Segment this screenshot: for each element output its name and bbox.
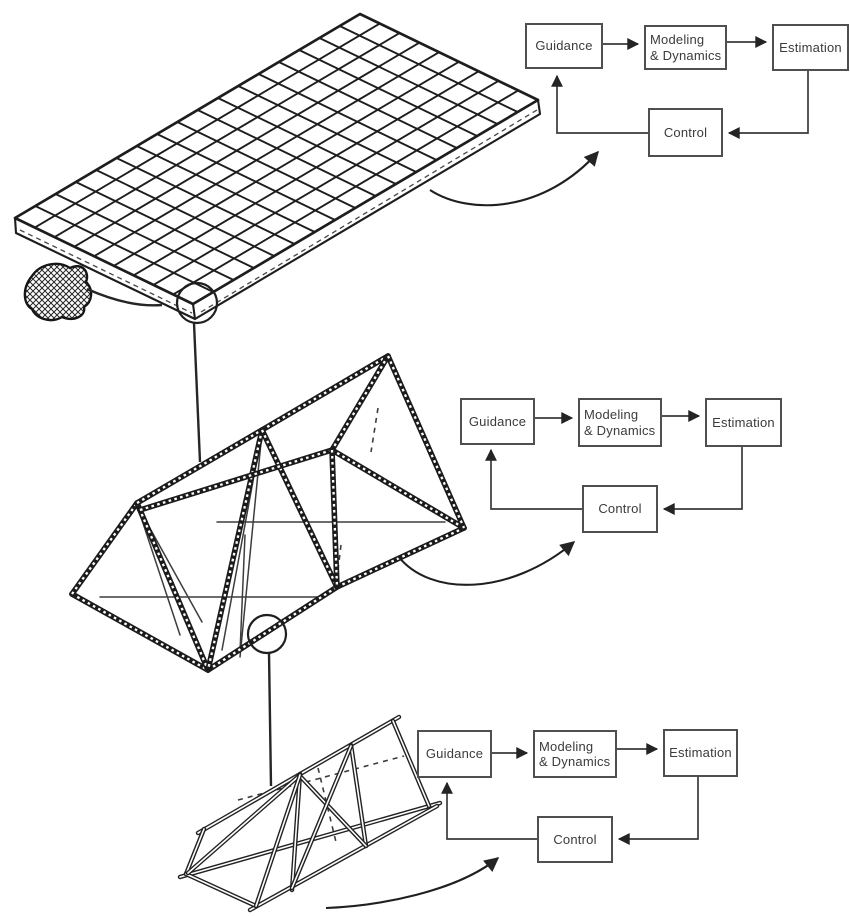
end-mass-blob [23, 262, 93, 322]
detail-circle-truss-joint [246, 613, 288, 655]
bottom-loop-modeling-dynamics-box: Modeling & Dynamics [533, 730, 617, 778]
arrow-control-to-guidance [551, 74, 648, 134]
middle-loop-estimation-label: Estimation [712, 414, 775, 430]
strut-truss-illustration [177, 714, 443, 913]
flow-arrows-bottom-loop [325, 743, 699, 910]
bottom-loop-guidance-label: Guidance [425, 746, 484, 762]
truss-textured-members [69, 353, 467, 673]
bottom-loop-control-box: Control [537, 816, 613, 863]
middle-loop-guidance-box: Guidance [460, 398, 535, 445]
top-loop-modeling-dynamics-label: Modeling & Dynamics [650, 32, 722, 63]
blob-tether-line [86, 287, 163, 307]
strut-hidden-lines [237, 755, 405, 843]
middle-loop-control-label: Control [598, 501, 642, 517]
middle-loop-guidance-label: Guidance [468, 413, 527, 429]
flow-arrows-middle-loop [397, 410, 743, 586]
middle-loop-modeling-dynamics-box: Modeling & Dynamics [578, 398, 662, 447]
top-loop-guidance-label: Guidance [535, 38, 593, 54]
panel-grid-lines [33, 22, 520, 296]
middle-loop-modeling-dynamics-label: Modeling & Dynamics [584, 407, 656, 438]
zoom-line-panel-to-truss [192, 322, 202, 463]
zoom-line-truss-to-strut [267, 652, 273, 787]
middle-loop-estimation-box: Estimation [705, 398, 782, 447]
structure-to-loop-arrow [397, 541, 576, 586]
middle-loop-control-box: Control [582, 485, 658, 533]
arrow-control-to-guidance [485, 448, 582, 510]
tetrahedral-truss-illustration [69, 353, 467, 673]
arrow-estimation-to-control [662, 447, 743, 515]
bottom-loop-estimation-label: Estimation [669, 745, 732, 761]
panel-outline [13, 12, 540, 306]
solar-array-illustration [13, 12, 542, 325]
top-loop-guidance-box: Guidance [525, 23, 603, 69]
strut-rod-members [177, 714, 443, 913]
flow-arrows-top-loop [429, 36, 809, 207]
arrow-estimation-to-control [727, 71, 809, 139]
top-loop-control-box: Control [648, 108, 723, 157]
bottom-loop-control-label: Control [553, 831, 597, 847]
panel-edge-texture [19, 109, 538, 314]
structure-to-loop-arrow [325, 857, 500, 910]
bottom-loop-estimation-box: Estimation [663, 729, 738, 777]
detail-circle-panel-joint [175, 281, 219, 325]
bottom-loop-modeling-dynamics-label: Modeling & Dynamics [539, 738, 611, 769]
panel-thickness-edge [13, 99, 542, 321]
arrow-control-to-guidance [441, 781, 537, 840]
arrow-estimation-to-control [617, 777, 699, 845]
structure-to-loop-arrow [429, 150, 599, 207]
top-loop-estimation-box: Estimation [772, 24, 849, 71]
top-loop-estimation-label: Estimation [779, 39, 842, 55]
top-loop-modeling-dynamics-box: Modeling & Dynamics [644, 25, 727, 70]
top-loop-control-label: Control [663, 124, 708, 140]
bottom-loop-guidance-box: Guidance [417, 730, 492, 778]
